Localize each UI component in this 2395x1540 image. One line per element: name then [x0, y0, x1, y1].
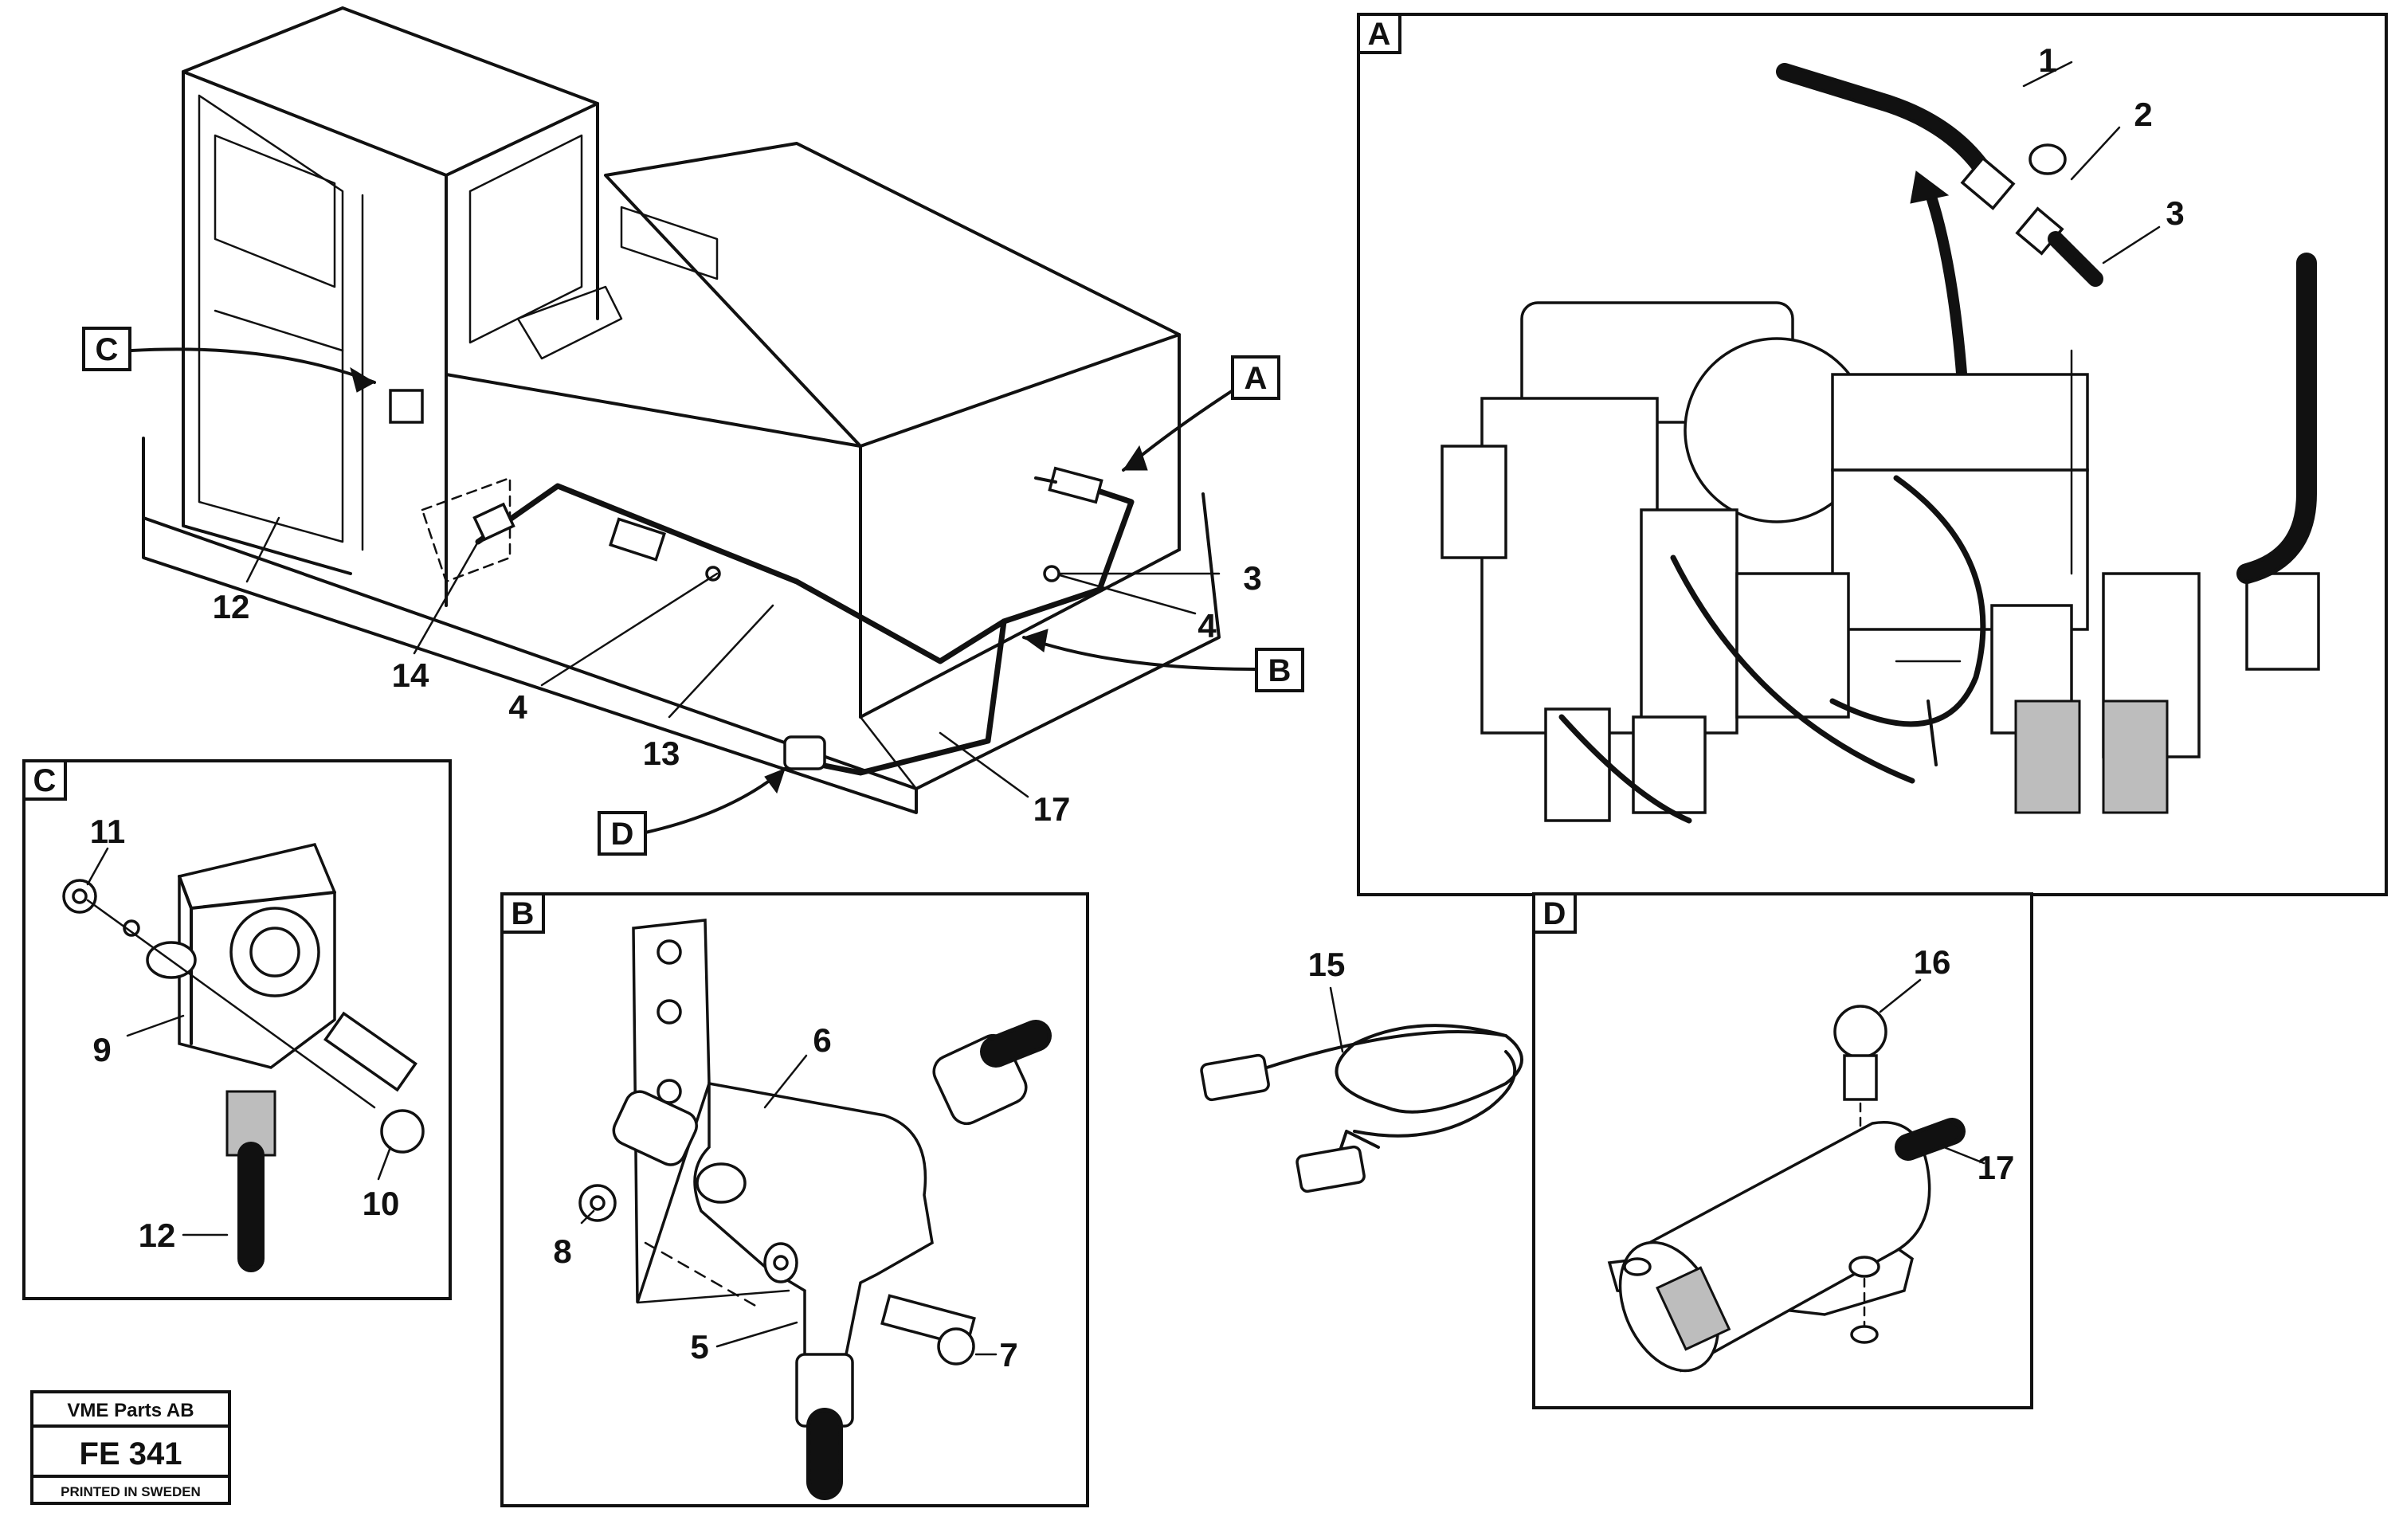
machine-overview — [142, 6, 1221, 814]
detail-b-panel: B 6 — [500, 892, 1089, 1507]
callout-7: 7 — [999, 1336, 1017, 1373]
detail-d-panel: D 16 17 — [1532, 892, 2033, 1409]
detail-b-label: B — [512, 896, 535, 931]
callout-3-detail: 3 — [2166, 194, 2184, 232]
main-callout-labels: C A B D 12 14 4 13 3 4 17 — [82, 327, 1304, 856]
cable-part: 15 — [1200, 946, 1523, 1193]
company-name: VME Parts AB — [67, 1400, 194, 1421]
callout-15: 15 — [1308, 946, 1346, 983]
callout-5: 5 — [690, 1328, 708, 1366]
drawing-code: FE 341 — [80, 1436, 182, 1471]
socket-box-part — [62, 842, 425, 1272]
callout-14: 14 — [392, 656, 429, 694]
title-block: VME Parts AB FE 341 PRINTED IN SWEDEN — [30, 1390, 231, 1505]
callout-3: 3 — [1243, 559, 1261, 597]
callout-17-detail: 17 — [1978, 1149, 2015, 1186]
callout-6: 6 — [813, 1021, 831, 1059]
detail-ref-a-box — [1231, 355, 1280, 400]
detail-ref-b-box — [1255, 648, 1304, 692]
detail-c-label: C — [33, 763, 57, 798]
callout-1: 1 — [2038, 41, 2056, 79]
callout-9: 9 — [92, 1031, 111, 1068]
detail-a-panel: A — [1357, 13, 2388, 896]
detail-ref-c: C — [96, 332, 119, 367]
callout-12: 12 — [213, 588, 250, 625]
main-leaders — [130, 347, 1256, 834]
callout-4: 4 — [508, 688, 527, 726]
detail-ref-c-box — [82, 327, 131, 371]
detail-ref-a: A — [1245, 361, 1268, 396]
callout-12-detail: 12 — [139, 1217, 176, 1254]
engine-assembly — [1441, 253, 2320, 824]
y-adapter-part — [578, 1020, 1052, 1500]
callout-10: 10 — [363, 1185, 400, 1222]
detail-ref-d: D — [611, 817, 634, 852]
socket-part — [1607, 1005, 1966, 1373]
detail-d-label: D — [1543, 896, 1566, 931]
detail-ref-d-box — [598, 811, 647, 856]
callout-8: 8 — [553, 1232, 571, 1270]
detail-a-label: A — [1368, 17, 1391, 52]
callout-17: 17 — [1033, 790, 1071, 828]
callout-13: 13 — [643, 735, 680, 772]
callout-2: 2 — [2134, 96, 2152, 133]
callout-16: 16 — [1914, 943, 1951, 981]
printed-note: PRINTED IN SWEDEN — [61, 1484, 201, 1499]
detail-ref-b: B — [1268, 653, 1292, 688]
callout-11: 11 — [90, 813, 125, 850]
heater-hose-part — [1776, 63, 2103, 287]
detail-c-panel: C 11 9 10 12 — [22, 759, 452, 1300]
callout-4b: 4 — [1198, 607, 1217, 645]
